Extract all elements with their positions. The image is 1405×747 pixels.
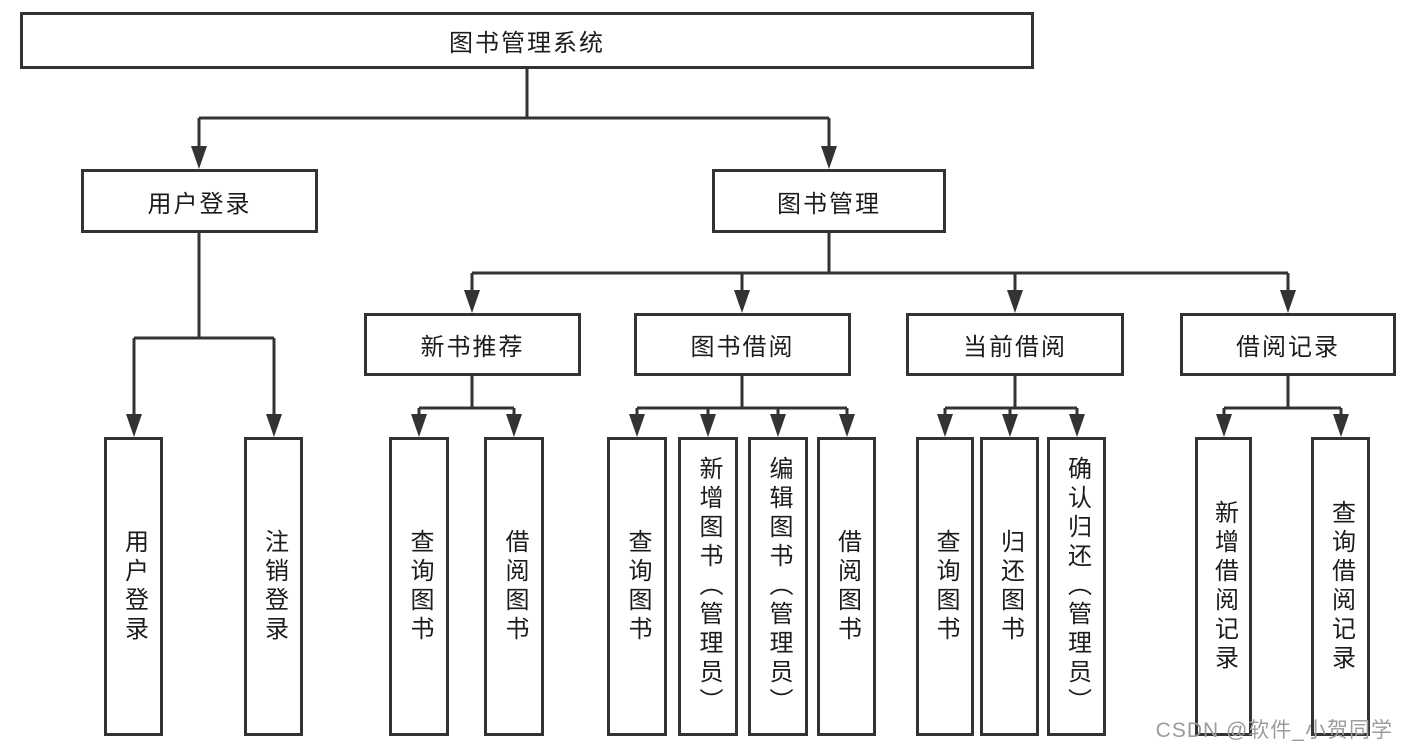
leaf-newbook-borrow: 借阅图书 [484, 437, 544, 736]
leaf-records-add: 新增借阅记录 [1195, 437, 1252, 736]
node-user-login: 用户登录 [81, 169, 318, 233]
node-label: 借阅记录 [1236, 334, 1340, 361]
node-current-borrow: 当前借阅 [906, 313, 1124, 376]
node-label: 注销登录 [260, 528, 288, 645]
leaf-borrow-add-admin: 新增图书（管理员） [678, 437, 738, 736]
arrowhead [506, 414, 522, 437]
leaf-borrow-edit-admin: 编辑图书（管理员） [748, 437, 808, 736]
node-label: 新增图书（管理员） [695, 456, 722, 717]
node-label: 图书管理系统 [449, 30, 605, 57]
arrowhead [937, 414, 953, 437]
connector-current-to-leaves [937, 376, 1085, 437]
arrowhead [126, 414, 142, 437]
connector-borrow-to-leaves [629, 376, 855, 437]
node-label: 用户登录 [120, 528, 148, 645]
arrowhead [1069, 414, 1085, 437]
connector-root-to-level1 [191, 69, 837, 169]
arrowhead [1007, 290, 1023, 313]
arrowhead [629, 414, 645, 437]
leaf-newbook-query: 查询图书 [389, 437, 449, 736]
node-label: 当前借阅 [963, 334, 1067, 361]
node-label: 借阅图书 [833, 528, 861, 645]
node-new-book-recommend: 新书推荐 [364, 313, 581, 376]
connector-userlogin-to-leaves [126, 233, 282, 437]
node-label: 查询借阅记录 [1327, 499, 1355, 674]
connector-newbook-to-leaves [411, 376, 522, 437]
node-book-management: 图书管理 [712, 169, 946, 233]
arrowhead [700, 414, 716, 437]
leaf-current-query: 查询图书 [916, 437, 974, 736]
leaf-borrow-query: 查询图书 [607, 437, 667, 736]
arrowhead [1002, 414, 1018, 437]
leaf-borrow-book: 借阅图书 [817, 437, 876, 736]
arrowhead [1216, 414, 1232, 437]
node-label: 归还图书 [996, 528, 1024, 645]
leaf-user-login: 用户登录 [104, 437, 163, 736]
node-label: 查询图书 [406, 528, 433, 645]
node-label: 查询图书 [932, 528, 959, 645]
node-label: 编辑图书（管理员） [765, 456, 792, 717]
node-label: 图书管理 [777, 190, 881, 218]
node-label: 新书推荐 [420, 334, 525, 361]
arrowhead [266, 414, 282, 437]
arrowhead [464, 290, 480, 313]
leaf-logout: 注销登录 [244, 437, 303, 736]
csdn-watermark: CSDN @软件_小贺同学 [1155, 719, 1393, 742]
leaf-current-return: 归还图书 [980, 437, 1039, 736]
arrowhead [1333, 414, 1349, 437]
node-label: 新增借阅记录 [1210, 499, 1238, 674]
arrowhead [821, 146, 837, 169]
node-label: 用户登录 [147, 190, 252, 218]
arrowhead [839, 414, 855, 437]
node-label: 借阅图书 [501, 528, 528, 645]
connector-bookmgmt-to-level2 [464, 233, 1296, 313]
leaf-records-query: 查询借阅记录 [1311, 437, 1370, 736]
arrowhead [411, 414, 427, 437]
node-label: 确认归还（管理员） [1063, 456, 1091, 717]
arrowhead [770, 414, 786, 437]
node-label: 查询图书 [624, 528, 651, 645]
leaf-current-confirm-admin: 确认归还（管理员） [1047, 437, 1106, 736]
node-label: 图书借阅 [690, 334, 795, 361]
arrowhead [191, 146, 207, 169]
node-root-system: 图书管理系统 [20, 12, 1034, 69]
arrowhead [1280, 290, 1296, 313]
node-book-borrow: 图书借阅 [634, 313, 851, 376]
connector-records-to-leaves [1216, 376, 1349, 437]
node-borrow-records: 借阅记录 [1180, 313, 1396, 376]
arrowhead [734, 290, 750, 313]
